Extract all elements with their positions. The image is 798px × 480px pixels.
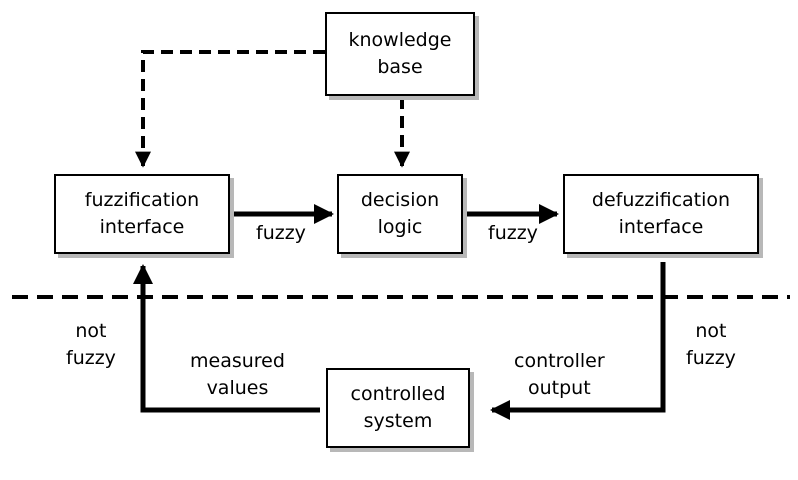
- controlled-system-box: controlled system: [326, 368, 470, 448]
- fuzzy-label-right: fuzzy: [488, 222, 538, 244]
- not-fuzzy-left-line2: fuzzy: [66, 347, 116, 369]
- knowledge-base-line2: base: [377, 56, 423, 78]
- fuzzification-line2: interface: [99, 216, 185, 238]
- controlled-line2: system: [363, 410, 433, 432]
- defuzzification-line2: interface: [618, 216, 704, 238]
- not-fuzzy-label-right: not fuzzy: [686, 318, 736, 372]
- measured-values-label: measured values: [190, 348, 285, 402]
- controlled-line1: controlled: [350, 383, 446, 405]
- not-fuzzy-label-left: not fuzzy: [66, 318, 116, 372]
- controller-line1: controller: [514, 350, 605, 372]
- not-fuzzy-left-line1: not: [75, 320, 107, 342]
- system-to-fuzzification-arrow: [133, 264, 320, 413]
- measured-line1: measured: [190, 350, 285, 372]
- defuzzification-interface-box: defuzzification interface: [563, 174, 759, 254]
- defuzzification-line1: defuzzification: [591, 189, 731, 211]
- decision-line2: logic: [377, 216, 423, 238]
- fuzzification-interface-box: fuzzification interface: [54, 174, 230, 254]
- not-fuzzy-right-line1: not: [695, 320, 727, 342]
- decision-logic-box: decision logic: [337, 174, 463, 254]
- controller-output-label: controller output: [514, 348, 605, 402]
- fuzzy-label-left: fuzzy: [256, 222, 306, 244]
- measured-line2: values: [206, 377, 269, 399]
- decision-line1: decision: [360, 189, 440, 211]
- controller-line2: output: [527, 377, 591, 399]
- fuzzification-line1: fuzzification: [84, 189, 200, 211]
- knowledge-base-line1: knowledge: [348, 29, 452, 51]
- not-fuzzy-right-line2: fuzzy: [686, 347, 736, 369]
- defuzzification-to-system-arrow: [490, 262, 666, 420]
- knowledge-base-box: knowledge base: [325, 12, 475, 96]
- kb-to-fuzzification-arrow: [135, 50, 325, 168]
